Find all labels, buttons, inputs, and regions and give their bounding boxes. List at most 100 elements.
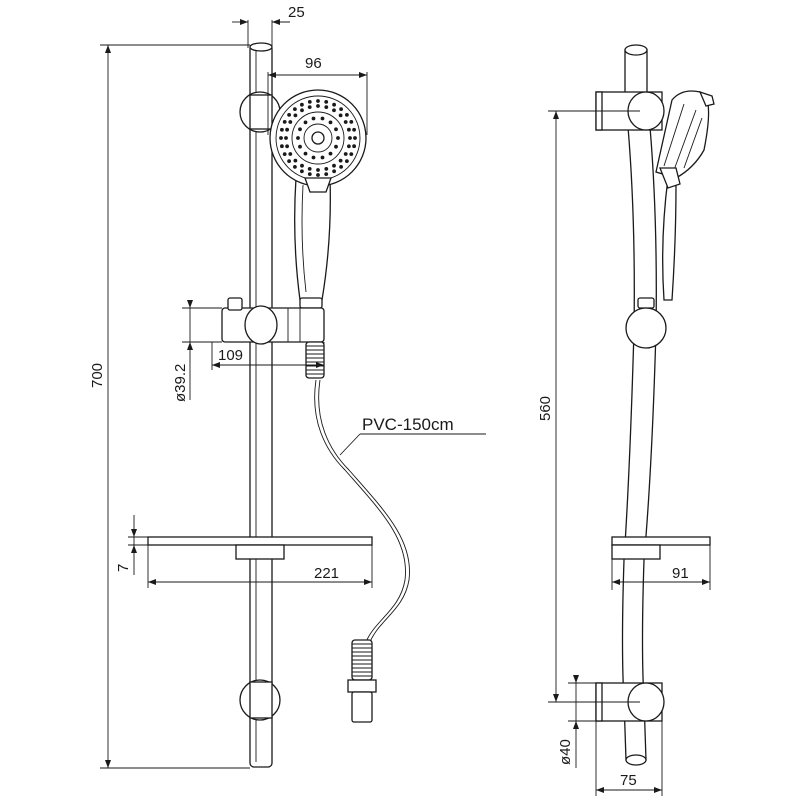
nozzle-dot	[338, 113, 343, 118]
nozzle-dot	[282, 120, 287, 124]
dim-wall-offset-label: 75	[620, 772, 637, 789]
dim-bracket-spacing: 560	[537, 110, 640, 703]
nozzle-dot	[324, 172, 329, 177]
nozzle-dot	[296, 136, 300, 140]
nozzle-dot	[300, 163, 304, 168]
nozzle-dot	[320, 155, 325, 160]
nozzle-dot	[324, 100, 329, 104]
nozzle-dot	[293, 107, 297, 111]
nozzle-dot	[311, 116, 316, 121]
nozzle-dot	[332, 108, 336, 113]
nozzle-dot	[348, 136, 352, 140]
nozzle-dot	[300, 102, 304, 107]
nozzle-dot	[300, 108, 304, 113]
nozzle-dot	[284, 136, 288, 140]
dim-top-offset-label: 25	[288, 4, 305, 21]
dim-top-offset: 25	[232, 4, 305, 48]
nozzle-dot	[307, 172, 312, 177]
front-soap-dish	[147, 536, 373, 560]
dim-bracket-spacing-label: 560	[537, 396, 554, 421]
nozzle-dot	[343, 152, 348, 156]
hose-callout: PVC-150cm	[339, 415, 486, 456]
dim-dish-width: 221	[147, 545, 373, 588]
hose-end-rings	[352, 643, 372, 677]
nozzle-dot	[316, 104, 320, 108]
nozzle-dot	[280, 144, 284, 149]
nozzle-dot	[307, 105, 312, 109]
nozzle-dot	[311, 155, 316, 160]
nozzle-dot	[285, 127, 289, 132]
nozzle-dot	[349, 152, 354, 157]
nozzle-dot	[298, 127, 302, 132]
nozzle-dot	[345, 113, 349, 117]
nozzle-dot	[334, 144, 338, 149]
nozzle-dot	[316, 173, 320, 177]
front-lower-wall-bracket	[239, 679, 281, 721]
nozzle-dot	[347, 144, 351, 149]
nozzle-dot	[288, 120, 293, 124]
shower-head-nozzles	[279, 99, 357, 177]
dim-dish-thickness: 7	[115, 515, 148, 575]
dim-dish-thickness-label: 7	[115, 564, 132, 572]
shower-hose	[305, 341, 410, 723]
hand-shower-handle	[294, 177, 331, 309]
nozzle-dot	[288, 152, 293, 156]
side-holder-slider	[625, 297, 667, 349]
nozzle-dot	[334, 127, 338, 132]
shower-holder-slider	[221, 297, 325, 345]
nozzle-dot	[285, 144, 289, 149]
nozzle-dot	[287, 113, 291, 117]
nozzle-dot	[336, 136, 340, 140]
front-view: 25 96 700 ø39.2	[89, 4, 486, 769]
nozzle-dot	[343, 120, 348, 124]
nozzle-dot	[293, 158, 298, 163]
nozzle-dot	[279, 136, 283, 140]
nozzle-dot	[303, 120, 308, 125]
dim-head-diameter-label: 96	[305, 55, 322, 72]
dim-bracket-diameter-label: ø40	[557, 739, 574, 765]
dim-head-diameter: 96	[267, 55, 368, 135]
side-view: 560 91 ø40 75	[537, 44, 715, 796]
dim-total-height: 700	[89, 44, 250, 769]
front-upper-wall-bracket	[239, 91, 281, 133]
nozzle-dot	[353, 136, 357, 140]
nozzle-dot	[293, 113, 298, 118]
nozzle-dot	[307, 167, 312, 171]
nozzle-dot	[332, 169, 336, 174]
side-slide-rail	[621, 44, 657, 766]
dim-dish-depth: 91	[611, 545, 711, 590]
nozzle-dot	[347, 127, 351, 132]
dim-wall-offset: 75	[595, 721, 663, 796]
dim-total-height-label: 700	[89, 363, 106, 388]
nozzle-dot	[293, 165, 297, 169]
nozzle-dot	[328, 120, 333, 125]
front-slide-rail	[249, 42, 273, 768]
nozzle-dot	[332, 102, 336, 107]
nozzle-dot	[316, 99, 320, 103]
nozzle-dot	[328, 151, 333, 156]
nozzle-dot	[345, 159, 349, 164]
dim-holder-height-label: ø39.2	[172, 364, 189, 402]
dim-holder-depth-label: 109	[218, 347, 243, 364]
nozzle-dot	[332, 163, 336, 168]
nozzle-dot	[300, 169, 304, 174]
nozzle-dot	[320, 116, 325, 121]
nozzle-dot	[316, 168, 320, 172]
nozzle-dot	[280, 127, 284, 132]
dim-dish-depth-label: 91	[672, 565, 689, 582]
nozzle-dot	[303, 151, 308, 156]
side-shower-head	[655, 90, 715, 301]
nozzle-dot	[307, 100, 312, 104]
nozzle-dot	[339, 107, 343, 111]
nozzle-dot	[349, 120, 354, 124]
dim-holder-depth: 109	[211, 342, 325, 370]
dim-bracket-diameter: ø40	[557, 675, 596, 768]
dim-holder-height: ø39.2	[172, 300, 222, 402]
nozzle-dot	[324, 167, 329, 171]
hand-shower-head	[269, 89, 367, 193]
dim-dish-width-label: 221	[314, 565, 339, 582]
nozzle-dot	[287, 159, 291, 164]
nozzle-dot	[339, 165, 343, 169]
nozzle-dot	[352, 127, 356, 132]
